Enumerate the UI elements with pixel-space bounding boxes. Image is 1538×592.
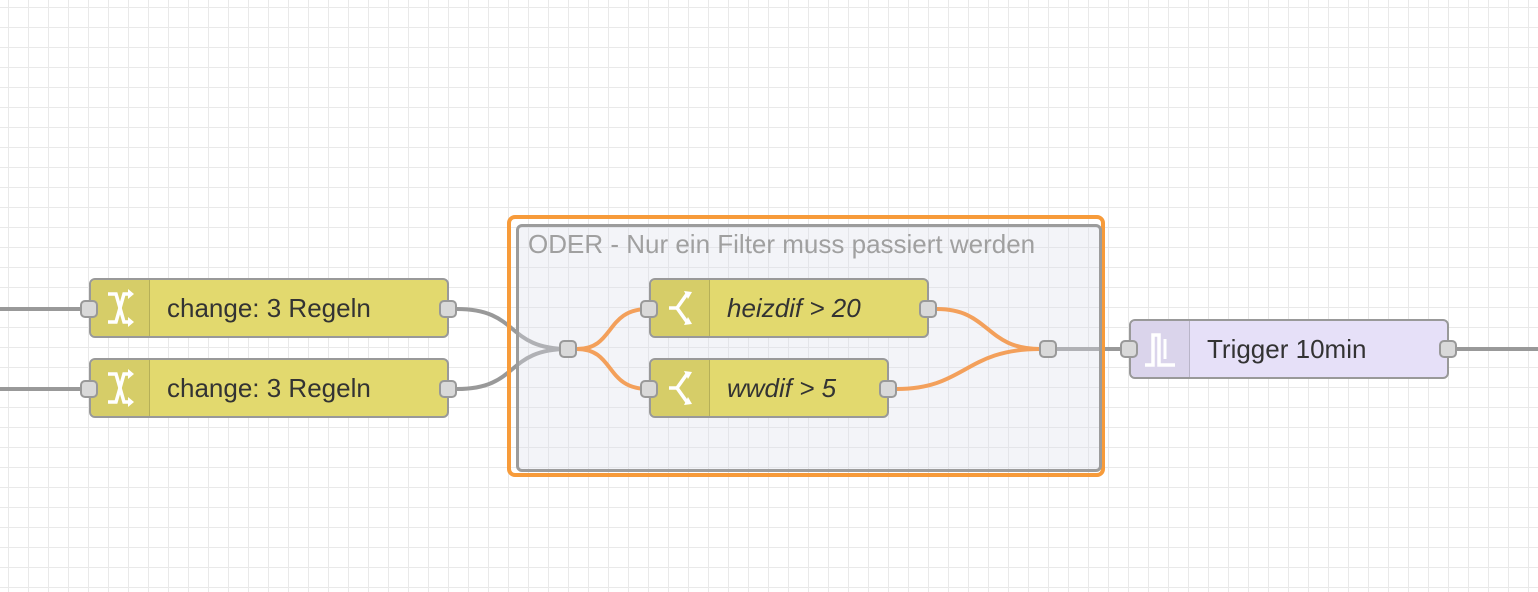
trigger-node-output-port[interactable] (1439, 340, 1457, 358)
filter-node-wwdif[interactable]: wwdif > 5 (649, 358, 889, 418)
shuffle-icon (108, 289, 134, 327)
filter-node-wwdif-input-port[interactable] (640, 380, 658, 398)
change-node-2-input-port[interactable] (80, 380, 98, 398)
group-box[interactable] (516, 224, 1102, 472)
filter-node-heizdif-output-port[interactable] (919, 300, 937, 318)
trigger-node[interactable]: Trigger 10min (1129, 319, 1449, 379)
change-node-1-input-port[interactable] (80, 300, 98, 318)
filter-node-label: heizdif > 20 (727, 292, 861, 323)
shuffle-icon (108, 369, 134, 407)
change-node-1-output-port[interactable] (439, 300, 457, 318)
filter-node-heizdif-input-port[interactable] (640, 300, 658, 318)
change-node-icon-area (91, 360, 150, 416)
filter-node-heizdif[interactable]: heizdif > 20 (649, 278, 929, 338)
group-selection-highlight (507, 215, 1105, 477)
change-node-2-output-port[interactable] (439, 380, 457, 398)
filter-node-wwdif-output-port[interactable] (879, 380, 897, 398)
pulse-icon (1145, 333, 1175, 367)
filter-node-label: wwdif > 5 (727, 372, 837, 403)
change-node-icon-area (91, 280, 150, 336)
change-node-2[interactable]: change: 3 Regeln (89, 358, 449, 418)
change-node-1[interactable]: change: 3 Regeln (89, 278, 449, 338)
filter-node-icon-area (651, 280, 710, 336)
change-node-label: change: 3 Regeln (167, 292, 371, 323)
trigger-node-input-port[interactable] (1120, 340, 1138, 358)
switch-icon (669, 291, 692, 325)
trigger-node-icon-area (1131, 321, 1190, 377)
group-label: ODER - Nur ein Filter muss passiert werd… (528, 229, 1036, 259)
filter-node-icon-area (651, 360, 710, 416)
junction-out[interactable] (1039, 340, 1057, 358)
change-node-label: change: 3 Regeln (167, 372, 371, 403)
junction-in[interactable] (559, 340, 577, 358)
trigger-node-label: Trigger 10min (1207, 333, 1367, 364)
switch-icon (669, 371, 692, 405)
